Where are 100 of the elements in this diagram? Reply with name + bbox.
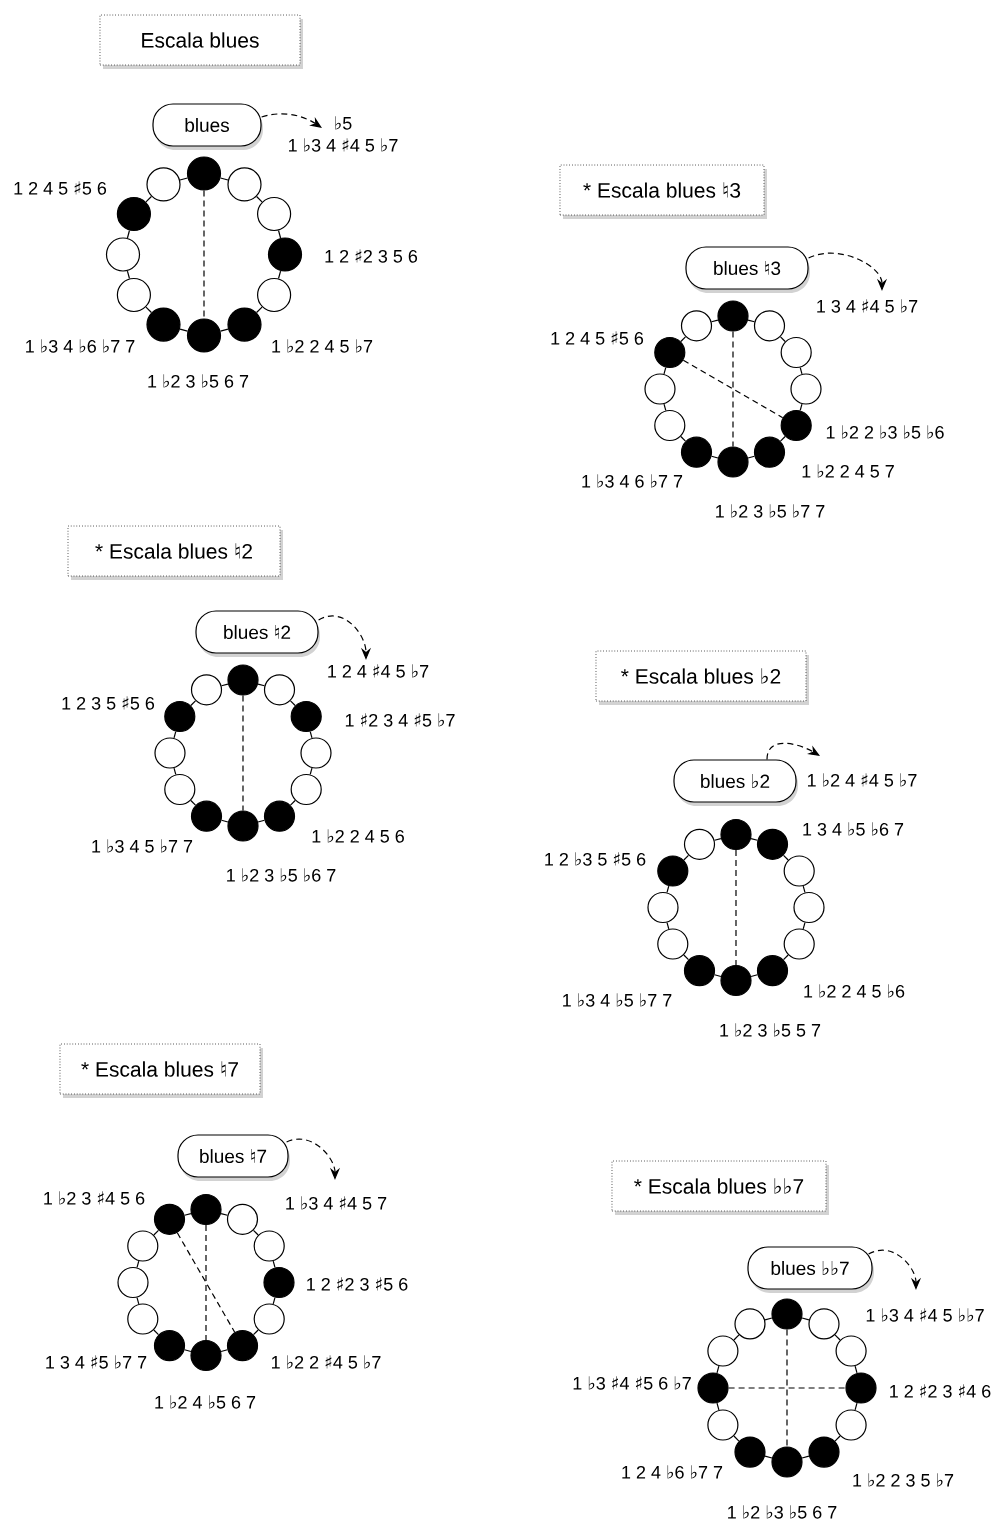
hollow-circle	[127, 1230, 159, 1262]
hollow-circle	[257, 277, 292, 313]
hollow-circle	[257, 196, 292, 232]
note-label: 1 3 4 ♭5 ♭6 7	[803, 822, 904, 836]
ring-line	[683, 854, 690, 861]
ring-line	[801, 1455, 810, 1459]
dashed-line	[205, 1224, 207, 1341]
ring-line	[252, 1329, 259, 1336]
ring-line	[834, 1334, 841, 1341]
hollow-circle	[680, 310, 713, 342]
ring-line	[710, 319, 719, 323]
hollow-circle	[753, 310, 786, 342]
hollow-circle	[707, 1409, 739, 1441]
ring-line	[801, 1317, 810, 1321]
ring-line	[764, 1455, 773, 1459]
ring-line	[733, 1435, 740, 1442]
ring-line	[710, 455, 719, 459]
hollow-circle	[263, 674, 296, 706]
curved-arrow	[766, 742, 820, 760]
filled-circle	[227, 664, 259, 696]
ring-line	[153, 1329, 160, 1336]
note-label: 1 ♭3 ♯4 ♯5 6 ♭7	[573, 1376, 691, 1390]
ring-line	[173, 767, 177, 776]
note-label: 1 3 4 ♯5 ♭7 7	[46, 1355, 147, 1369]
scale-pill: blues ♮7	[177, 1134, 290, 1181]
note-label: 1 ♯2 3 4 ♯5 ♭7	[345, 713, 455, 727]
ring-line	[680, 336, 687, 343]
filled-circle	[190, 1193, 222, 1226]
hollow-circle	[683, 828, 716, 860]
title-box: * Escala blues ♮3	[559, 164, 767, 219]
ring-line	[272, 1296, 276, 1305]
note-label: 1 ♭2 2 4 5 ♭7	[272, 339, 373, 353]
scale-pill: blues ♮2	[195, 610, 320, 657]
ring-line	[747, 455, 756, 459]
hollow-circle	[227, 167, 262, 202]
ring-line	[666, 922, 670, 930]
ring-line	[289, 700, 296, 707]
hollow-circle	[835, 1335, 867, 1367]
interval-label: ♭5 1 ♭3 4 ♯4 5 ♭7	[289, 116, 398, 152]
hollow-circle	[835, 1409, 867, 1441]
ring-line	[854, 1365, 858, 1374]
hollow-circle	[164, 773, 196, 806]
note-label: 1 2 3 5 ♯5 6	[62, 696, 155, 710]
ring-line	[747, 319, 756, 323]
ring-line	[277, 229, 282, 239]
curved-arrow	[261, 113, 322, 128]
ring-line	[782, 854, 789, 861]
title-box: * Escala blues ♮2	[67, 525, 283, 580]
ring-line	[666, 885, 670, 894]
scale-pill: blues ♭2	[673, 759, 798, 806]
note-label: 1 ♭2 3 ♭5 5 7	[720, 1023, 821, 1037]
interval-label: 1 3 4 ♯4 5 ♭7	[817, 299, 918, 313]
ring-line	[309, 731, 313, 739]
ring-line	[173, 731, 177, 739]
ring-line	[799, 367, 803, 375]
note-label: 1 ♭3 4 ♭5 ♭7 7	[563, 993, 672, 1007]
hollow-circle	[707, 1335, 739, 1367]
ring-line	[220, 683, 229, 687]
ring-line	[716, 1365, 720, 1374]
note-label: 1 2 ♯2 3 5 6	[325, 249, 418, 263]
ring-line	[256, 306, 263, 314]
hollow-circle	[793, 891, 825, 924]
ring-line	[126, 270, 131, 280]
note-label: 1 2 4 ♭6 ♭7 7	[622, 1465, 723, 1479]
note-label: 1 ♭2 3 ♯4 5 6	[44, 1191, 145, 1205]
ring-line	[190, 799, 197, 806]
ring-line	[183, 1212, 192, 1216]
hollow-circle	[808, 1308, 840, 1340]
ring-line	[257, 819, 266, 823]
ring-line	[764, 1317, 773, 1321]
ring-line	[145, 306, 152, 314]
ring-line	[219, 328, 229, 332]
ring-line	[220, 1349, 229, 1353]
ring-line	[220, 819, 229, 823]
note-label: 1 2 ♯2 3 ♯5 6	[307, 1277, 408, 1291]
ring-line	[854, 1402, 858, 1411]
note-label: 1 ♭2 3 ♭5 ♭7 7	[716, 504, 825, 518]
hollow-circle	[783, 855, 815, 887]
note-label: 1 ♭2 2 4 5 ♭6	[804, 984, 905, 998]
hollow-circle	[290, 773, 322, 806]
ring-line	[802, 922, 806, 930]
dashed-line	[786, 1329, 788, 1447]
note-label: 1 ♭2 2 ♭3 ♭5 ♭6	[826, 425, 944, 439]
ring-line	[663, 403, 667, 412]
ring-line	[834, 1435, 841, 1442]
ring-line	[219, 177, 229, 181]
note-label: 1 ♭3 4 5 ♭7 7	[92, 839, 193, 853]
dashed-line	[728, 1387, 846, 1389]
ring-line	[179, 177, 189, 181]
note-label: 1 ♭2 2 3 5 ♭7	[853, 1473, 954, 1487]
interval-label: 1 ♭2 4 ♯4 5 ♭7	[808, 773, 917, 787]
ring-line	[716, 1402, 720, 1411]
ring-line	[683, 954, 690, 961]
hollow-circle	[253, 1303, 285, 1335]
dashed-line	[735, 849, 737, 966]
filled-circle	[720, 818, 752, 851]
title-box: * Escala blues ♮7	[59, 1043, 263, 1098]
hollow-circle	[127, 1303, 159, 1335]
ring-line	[190, 700, 197, 707]
dashed-line	[682, 359, 784, 419]
